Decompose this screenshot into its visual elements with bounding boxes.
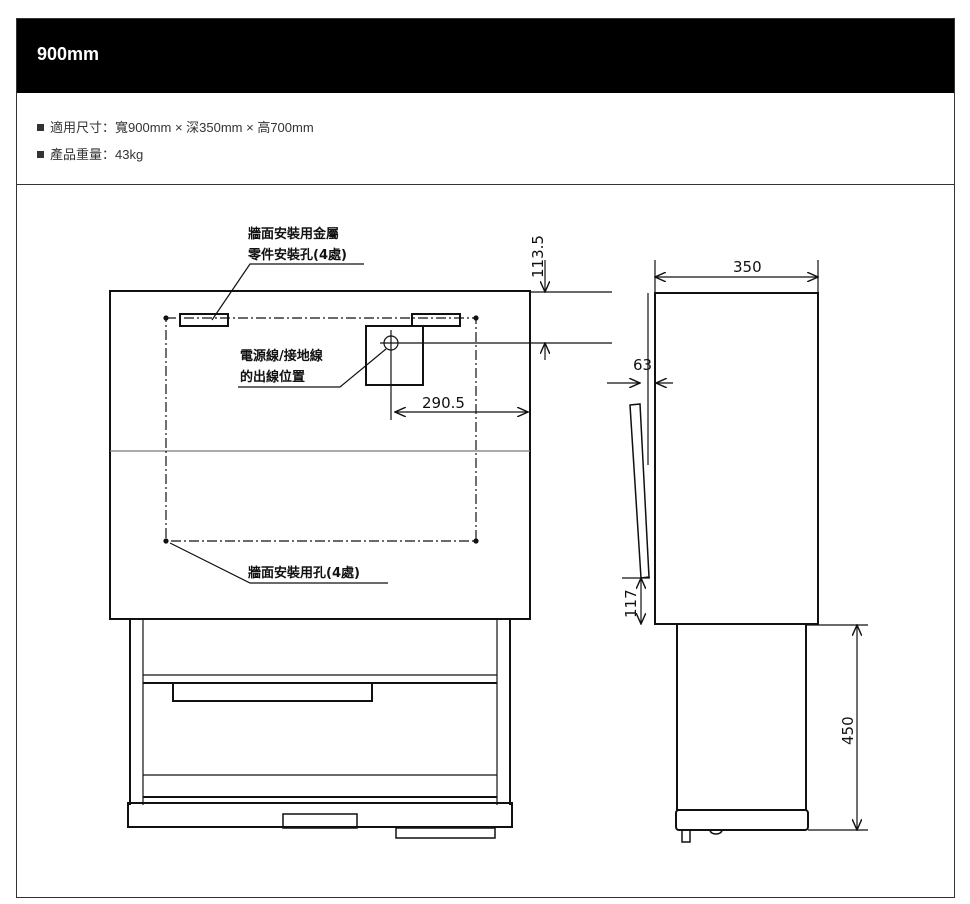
dimension-113-5: 113.5 [529,235,547,360]
dimension-290-5: 290.5 [395,394,528,412]
svg-text:350: 350 [733,258,762,276]
dimension-63: 63 [607,356,673,383]
dimension-450: 450 [806,625,868,830]
spec-weight: 產品重量：43kg [37,144,143,163]
svg-text:290.5: 290.5 [422,394,465,412]
dimension-350: 350 [655,258,818,293]
svg-text:450: 450 [839,716,857,745]
header-bar: 900mm [17,19,954,93]
svg-text:113.5: 113.5 [529,235,547,278]
bullet-icon [37,124,44,131]
dimension-117: 117 [622,578,650,624]
svg-text:牆面安裝用孔(4處): 牆面安裝用孔(4處) [248,565,360,581]
front-view [109,290,612,839]
callout-bracket-holes: 牆面安裝用金屬 零件安裝孔(4處) [211,226,364,321]
svg-text:的出線位置: 的出線位置 [240,369,305,385]
svg-text:117: 117 [622,589,640,618]
callout-wall-holes: 牆面安裝用孔(4處) [169,542,388,584]
spec-list: 適用尺寸：寬900mm × 深350mm × 高700mm 產品重量：43kg [17,93,954,185]
size-title: 900mm [37,44,100,64]
spec-dimensions: 適用尺寸：寬900mm × 深350mm × 高700mm [37,117,314,136]
svg-text:牆面安裝用金屬: 牆面安裝用金屬 [248,226,339,242]
svg-text:電源線/接地線: 電源線/接地線 [240,348,324,364]
svg-text:零件安裝孔(4處): 零件安裝孔(4處) [247,247,347,263]
bullet-icon [37,151,44,158]
callout-power-outlet: 電源線/接地線 的出線位置 [238,348,387,388]
svg-text:63: 63 [633,356,652,374]
product-spec-panel: 900mm 適用尺寸：寬900mm × 深350mm × 高700mm 產品重量… [16,18,955,898]
side-view [629,292,819,843]
